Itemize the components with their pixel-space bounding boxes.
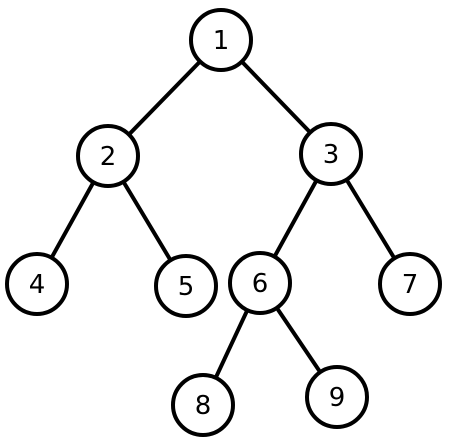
tree-node-3: 3 <box>299 122 363 186</box>
node-circle <box>154 254 218 318</box>
node-circle <box>299 122 363 186</box>
node-label: 6 <box>252 269 269 299</box>
node-circle <box>228 251 292 315</box>
node-label: 5 <box>178 272 195 302</box>
node-circle <box>76 124 140 188</box>
tree-node-5: 5 <box>154 254 218 318</box>
tree-node-4: 4 <box>5 252 69 316</box>
node-circle <box>171 373 235 437</box>
tree-node-1: 1 <box>189 8 253 72</box>
node-circle <box>189 8 253 72</box>
tree-node-2: 2 <box>76 124 140 188</box>
edges-layer <box>35 38 412 407</box>
tree-node-6: 6 <box>228 251 292 315</box>
node-label: 1 <box>213 26 230 56</box>
tree-node-9: 9 <box>305 365 369 429</box>
node-circle <box>378 252 442 316</box>
tree-node-8: 8 <box>171 373 235 437</box>
node-circle <box>5 252 69 316</box>
node-label: 7 <box>402 270 419 300</box>
node-label: 2 <box>100 142 117 172</box>
node-label: 9 <box>329 383 346 413</box>
tree-node-7: 7 <box>378 252 442 316</box>
node-label: 3 <box>323 140 340 170</box>
node-circle <box>305 365 369 429</box>
nodes-layer: 1 2 3 4 5 6 7 8 9 <box>5 8 442 437</box>
node-label: 8 <box>195 391 212 421</box>
node-label: 4 <box>29 270 46 300</box>
